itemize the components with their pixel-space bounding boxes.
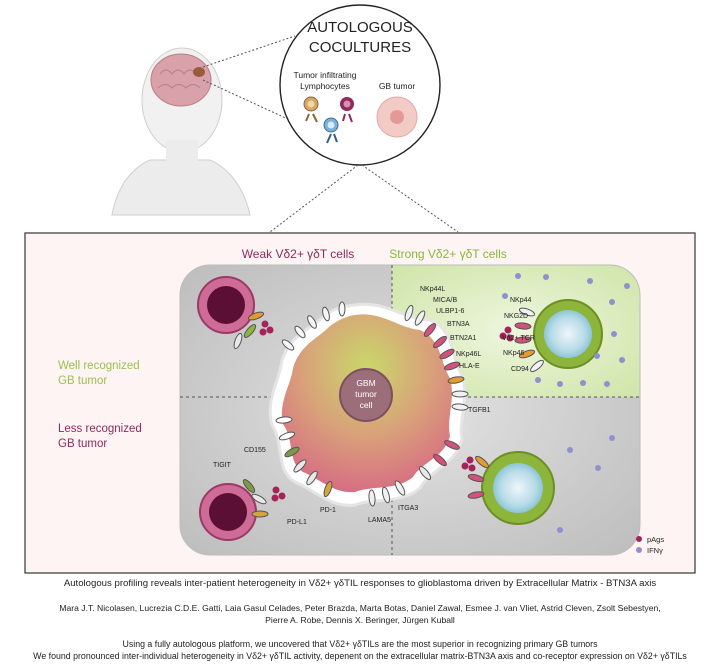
less-recognized-line1: Less recognized — [58, 423, 142, 435]
less-recognized-line2: GB tumor — [58, 438, 107, 450]
gbm-label-line2: tumor — [355, 389, 377, 399]
label-mica-b: MICA/B — [433, 297, 457, 304]
label-nkg2d: NKG2D — [504, 313, 528, 320]
authors-line2: Pierre A. Robe, Dennis X. Beringer, Jürg… — [265, 615, 455, 625]
legend-pags-dot — [636, 536, 642, 542]
til-label-line1: Tumor infiltrating — [294, 70, 357, 80]
cocultures-title-line1: AUTOLOGOUS — [307, 19, 413, 36]
strong-cell-top — [499, 299, 603, 373]
label-lama5: LAMA5 — [368, 517, 391, 524]
receptor-labels: NKp44 NKG2D Vδ2+ TCR NKp46 CD94 — [502, 297, 535, 373]
legend-pags-label: pAgs — [647, 535, 664, 544]
finding-line1: Using a fully autologous platform, we un… — [122, 639, 598, 649]
label-pd-l1: PD-L1 — [287, 519, 307, 526]
label-cd94: CD94 — [511, 366, 529, 373]
label-nkp46l: NKp46L — [456, 351, 481, 358]
strong-cell-bottom — [461, 451, 555, 525]
gb-tumor-icon — [376, 96, 418, 138]
lower-labels: CD155 TIGIT PD-1 PD-L1 ITGA3 LAMA5 — [213, 447, 418, 526]
ifng-dots — [502, 273, 630, 533]
cocultures-title-line2: COCULTURES — [309, 39, 411, 56]
legend: pAgs IFNγ — [636, 535, 664, 555]
ligand-labels: NKp44L MICA/B ULBP1-6 BTN3A BTN2A1 NKp46… — [420, 286, 491, 414]
zoom-lines-top — [202, 35, 296, 121]
strong-title: Strong Vδ2+ γδT cells — [389, 247, 507, 261]
gbm-label-line3: cell — [360, 400, 373, 410]
weak-cell-top — [197, 276, 274, 350]
label-tigit: TIGIT — [213, 462, 232, 469]
label-pd-1: PD-1 — [320, 507, 336, 514]
weak-title: Weak Vδ2+ γδT cells — [242, 247, 355, 261]
label-btn2a1: BTN2A1 — [450, 335, 477, 342]
gbm-label-line1: GBM — [356, 378, 375, 388]
label-btn3a: BTN3A — [447, 321, 470, 328]
finding-line2: We found pronounced inter-individual het… — [33, 651, 687, 661]
patient-head-illustration — [111, 47, 251, 216]
tumor-surface-ligands — [275, 301, 469, 507]
authors-line1: Mara J.T. Nicolasen, Lucrezia C.D.E. Gat… — [59, 603, 661, 613]
label-ulbp: ULBP1-6 — [436, 308, 465, 315]
label-hla-e: HLA-E — [459, 363, 480, 370]
weak-cell-bottom — [199, 479, 286, 541]
well-recognized-line1: Well recognized — [58, 360, 140, 372]
graphical-abstract-figure: AUTOLOGOUS COCULTURES Tumor infiltrating… — [24, 4, 696, 574]
figure-caption: Autologous profiling reveals inter-patie… — [63, 578, 657, 589]
label-nkp44l: NKp44L — [420, 286, 445, 293]
label-vd2-tcr: Vδ2+ TCR — [502, 335, 535, 342]
gbm-tumor: GBM tumor cell — [268, 302, 467, 507]
til-cells-icon — [303, 96, 354, 144]
gb-tumor-label: GB tumor — [379, 81, 416, 91]
label-nkp46: NKp46 — [503, 350, 525, 357]
legend-ifng-dot — [636, 547, 642, 553]
label-cd155: CD155 — [244, 447, 266, 454]
label-tgfb1: TGFB1 — [468, 407, 491, 414]
label-nkp44: NKp44 — [510, 297, 532, 304]
til-label-line2: Lymphocytes — [300, 81, 350, 91]
zoom-lines-bottom — [269, 164, 459, 233]
well-recognized-line2: GB tumor — [58, 375, 107, 387]
label-itga3: ITGA3 — [398, 505, 418, 512]
legend-ifng-label: IFNγ — [647, 546, 663, 555]
